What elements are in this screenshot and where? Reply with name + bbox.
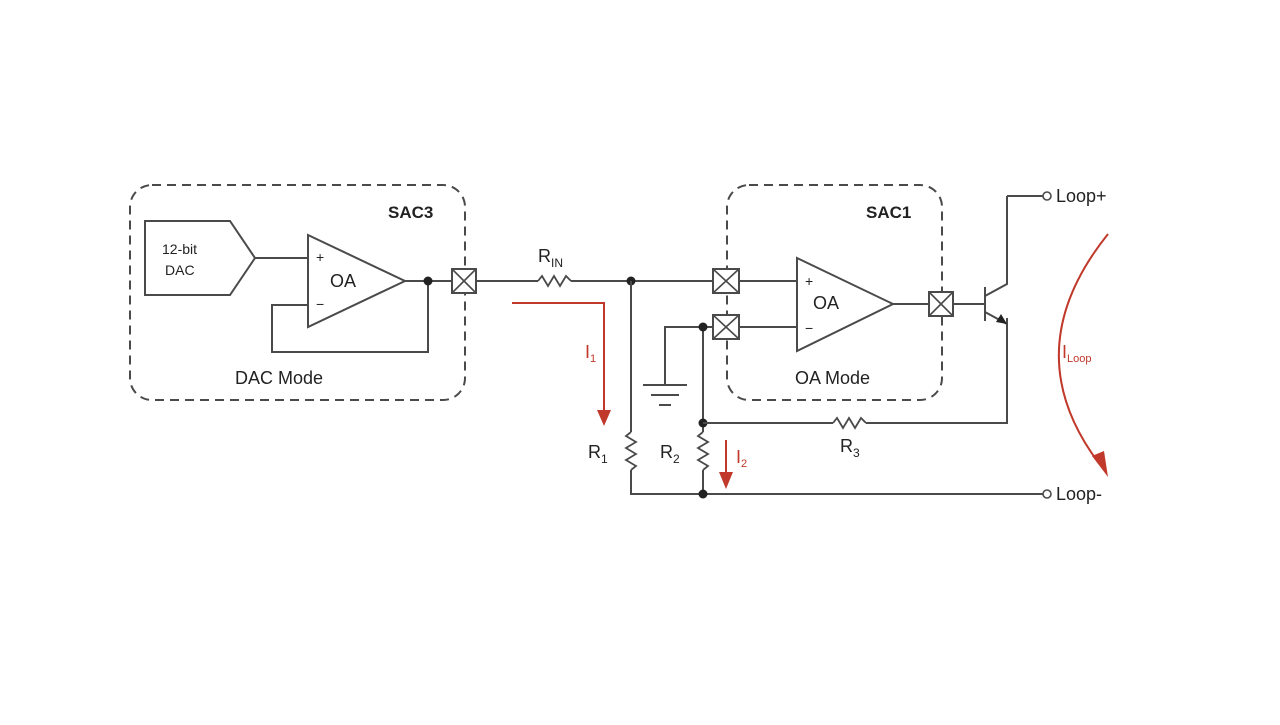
iloop-label: ILoop	[1062, 342, 1092, 365]
r2-label: R2	[660, 442, 680, 466]
sac3-opamp	[307, 233, 408, 329]
terminal-loop-plus	[1042, 191, 1052, 201]
sac1-minus-switch	[712, 314, 740, 340]
sac3-feedback-wire	[271, 281, 429, 353]
i1-label: I1	[585, 342, 596, 365]
resistor-r1	[624, 431, 638, 471]
resistor-r3	[832, 416, 867, 430]
current-arrow-i1	[512, 302, 605, 412]
sac1-block: SAC1 OA Mode + − OA	[712, 184, 954, 401]
dac-block	[144, 220, 257, 296]
sac3-opamp-minus: −	[316, 296, 324, 312]
current-arrowhead-i2	[719, 472, 733, 489]
dac-label-line2: DAC	[165, 262, 195, 278]
sac1-mode-label: OA Mode	[795, 368, 870, 388]
sac3-mode-label: DAC Mode	[235, 368, 323, 388]
junction-dot	[423, 276, 433, 286]
sac1-opamp	[796, 256, 896, 353]
junction-dot	[698, 322, 708, 332]
sac1-output-switch	[928, 291, 954, 317]
loop-minus-label: Loop-	[1056, 484, 1102, 504]
sac3-title: SAC3	[388, 203, 433, 222]
ground-symbol	[643, 384, 687, 406]
resistor-r2	[696, 431, 710, 471]
sac1-title: SAC1	[866, 203, 911, 222]
r3-label: R3	[840, 436, 860, 460]
current-arrowhead-i1	[597, 410, 611, 426]
i2-label: I2	[736, 447, 747, 470]
current-arrow-iloop	[1057, 233, 1109, 463]
sac1-opamp-plus: +	[805, 273, 813, 289]
junction-dot	[698, 489, 708, 499]
sac1-opamp-minus: −	[805, 320, 813, 336]
wire-r3-to-emitter	[866, 318, 1008, 424]
rin-label: RIN	[538, 246, 563, 270]
resistor-rin	[537, 274, 572, 288]
r1-label: R1	[588, 442, 608, 466]
sac3-opamp-label: OA	[330, 271, 356, 291]
sac3-block: SAC3 DAC Mode 12-bit DAC + − OA	[129, 184, 477, 401]
terminal-loop-minus	[1042, 489, 1052, 499]
dac-label-line1: 12-bit	[162, 241, 197, 257]
current-arrowhead-iloop	[1092, 451, 1108, 477]
sac1-plus-switch	[712, 268, 740, 294]
sac3-output-switch	[451, 268, 477, 294]
sac3-opamp-plus: +	[316, 249, 324, 265]
wire-to-ground	[664, 326, 713, 385]
transistor-npn	[953, 196, 1008, 325]
wire-r1-bottom	[630, 470, 703, 495]
loop-plus-label: Loop+	[1056, 186, 1107, 206]
sac1-opamp-label: OA	[813, 293, 839, 313]
